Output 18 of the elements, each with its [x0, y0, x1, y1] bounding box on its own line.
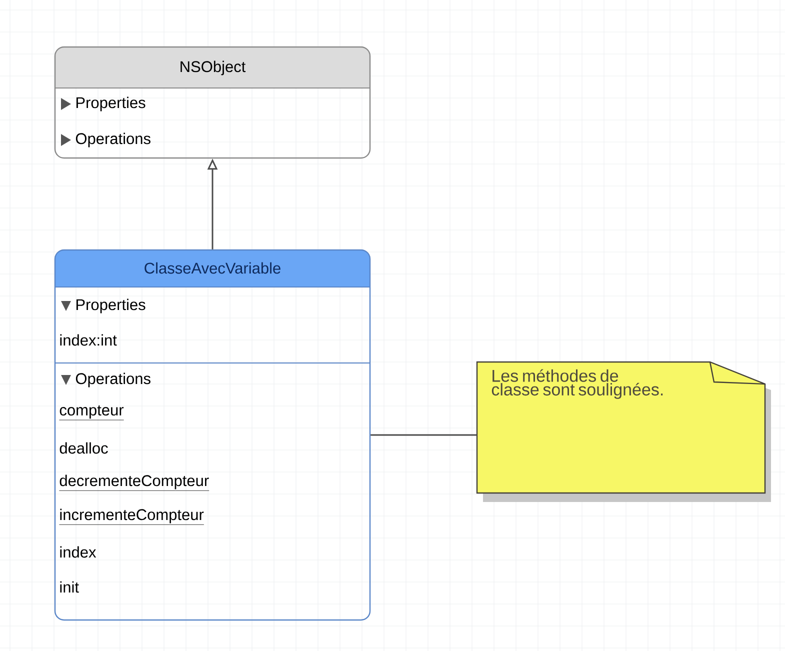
- member-name: init: [60, 581, 79, 593]
- note-text: Les méthodes de classe sont soulignées.: [492, 369, 663, 399]
- class-method: decrementeCompteur: [59, 474, 210, 491]
- section-heading: Properties: [76, 96, 146, 112]
- class-name: NSObject: [180, 60, 246, 76]
- note-box: [476, 361, 771, 502]
- class-name: ClasseAvecVariable: [144, 262, 280, 274]
- class-box: [54, 46, 371, 159]
- class-box: [54, 249, 371, 621]
- member-name: index: [60, 546, 96, 558]
- section-heading: Properties: [76, 298, 146, 314]
- member-name: dealloc: [60, 442, 108, 454]
- section-heading: Operations: [76, 132, 150, 148]
- class-method: compteur: [59, 405, 124, 420]
- section-heading: Operations: [76, 372, 150, 388]
- connector-line: [370, 434, 477, 436]
- class-method: incrementeCompteur: [59, 508, 204, 525]
- member-name: index:int: [60, 334, 117, 346]
